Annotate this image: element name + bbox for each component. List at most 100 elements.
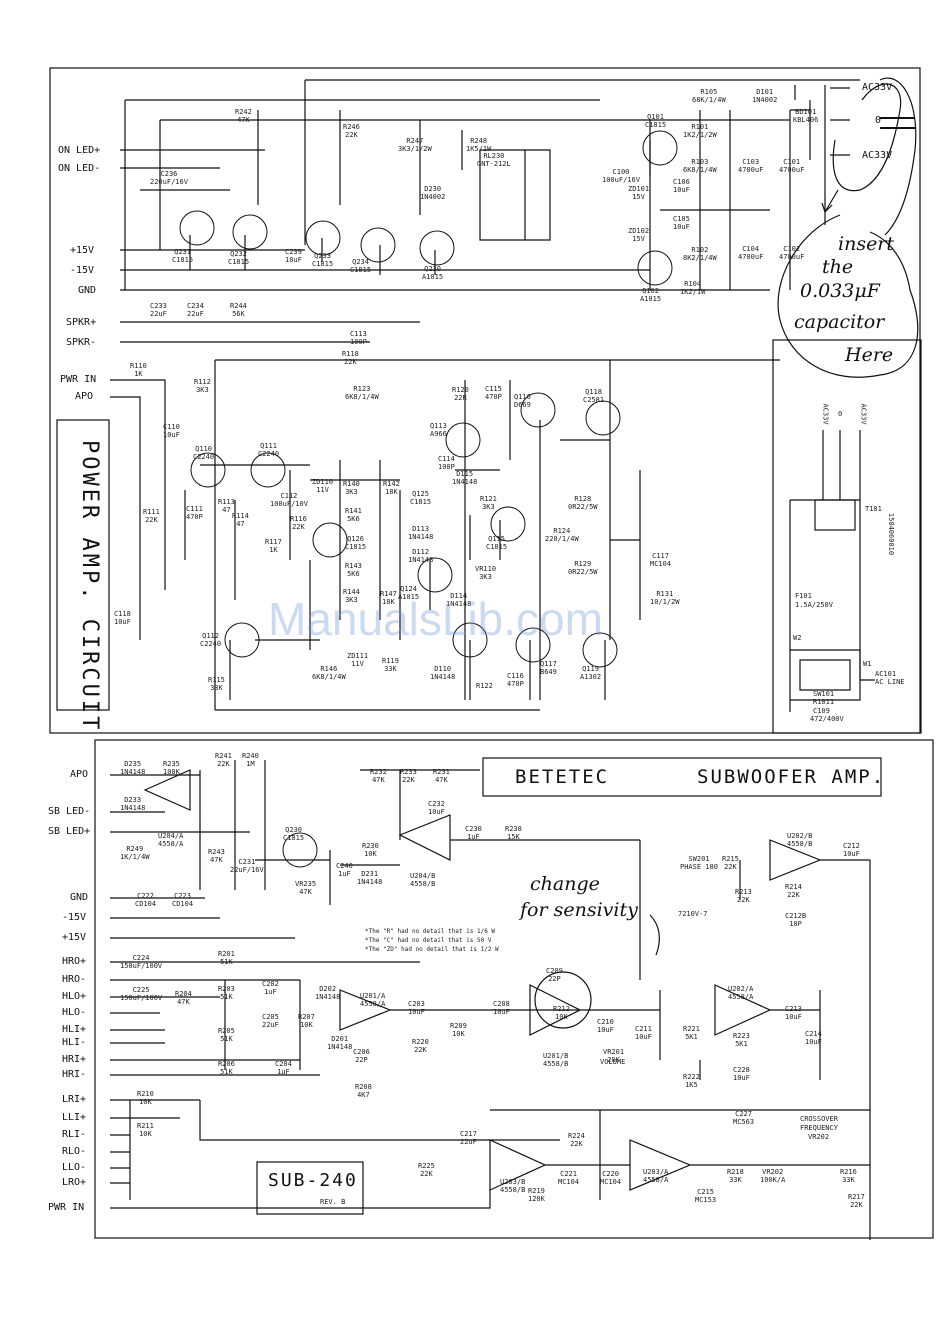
handwritten-capacitor-value: 0.033μF: [800, 280, 880, 302]
input-terminal: HLI-: [62, 1037, 87, 1048]
terminal-apo: APO: [70, 769, 89, 780]
ac-plug-value: AC LINE: [875, 678, 905, 686]
phase-switch-part: 7210V-7: [678, 910, 708, 918]
note-capacitor: *The "C" had no detail that is 50 V: [365, 937, 492, 944]
handwritten-the: the: [822, 256, 854, 278]
terminal-on-led-minus: ON LED-: [58, 163, 101, 174]
terminal-spkr-plus: SPKR+: [66, 317, 97, 328]
line-terminal: RLI-: [62, 1129, 87, 1140]
terminal-gnd: GND: [78, 285, 97, 296]
brand-title: BETETEC: [515, 766, 610, 788]
terminal-minus-15v: -15V: [62, 912, 87, 923]
transformer-input-label: 0: [838, 410, 843, 418]
terminal-apo: APO: [75, 391, 94, 402]
note-zener: *The "ZD" had no detail that is 1/2 W: [365, 946, 499, 953]
transformer-part-number: 1504060010: [887, 512, 896, 556]
power-amp-title-box: [56, 419, 110, 711]
fuse-value: 1.5A/250V: [795, 601, 833, 609]
terminal-spkr-minus: SPKR-: [66, 337, 97, 348]
product-title: SUBWOOFER AMP.: [697, 766, 886, 788]
power-amp-title: POWER AMP. CIRCUIT: [77, 440, 102, 733]
line-terminal: LRI+: [62, 1094, 87, 1105]
terminal-pwr-in: PWR IN: [48, 1202, 85, 1213]
line-wire-label: W1: [863, 660, 872, 668]
input-terminal: HRI+: [62, 1054, 87, 1065]
handwritten-change: change: [530, 873, 600, 895]
terminal-sb-led-plus: SB LED+: [48, 826, 91, 837]
model-box: [256, 1161, 364, 1215]
line-terminal: LLO-: [62, 1162, 87, 1173]
input-terminal: HRO-: [62, 974, 87, 985]
input-terminal: HRI-: [62, 1069, 87, 1080]
terminal-pwr-in: PWR IN: [60, 374, 97, 385]
input-terminal: HLO+: [62, 991, 87, 1002]
handwritten-insert: insert: [838, 233, 895, 255]
model-number: SUB-240: [268, 1170, 358, 1191]
input-terminal: HRO+: [62, 956, 87, 967]
terminal-plus-15v: +15V: [70, 245, 95, 256]
note-resistor: *The "R" had no detail that is 1/6 W: [365, 928, 496, 935]
